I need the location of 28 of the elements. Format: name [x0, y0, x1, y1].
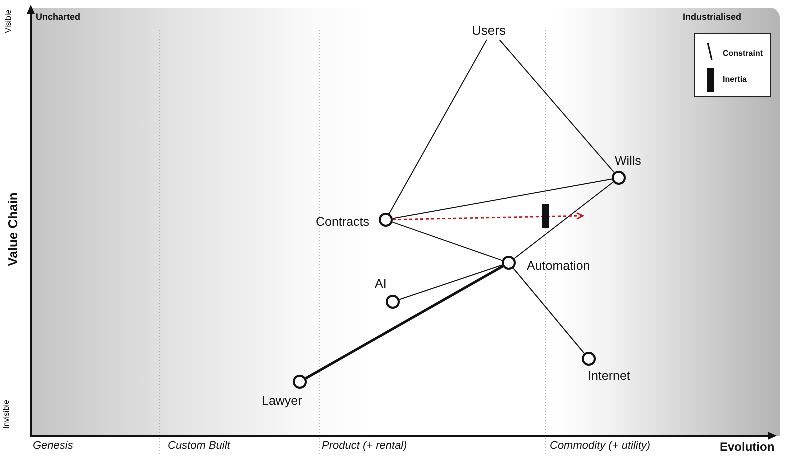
- dependency-line: [514, 182, 614, 260]
- dependency-line: [399, 264, 503, 300]
- component-label: Contracts: [316, 214, 370, 230]
- dependency-line: [512, 268, 586, 354]
- axis-end-label: Visible: [4, 10, 14, 34]
- stage-label: Commodity (+ utility): [550, 440, 651, 452]
- dependency-line: [388, 40, 488, 214]
- axis-title: Evolution: [720, 440, 775, 454]
- dependency-line: [499, 40, 615, 174]
- axis-title: Value Chain: [5, 192, 20, 266]
- stage-label: Genesis: [33, 440, 74, 452]
- component-label: AI: [375, 276, 387, 292]
- legend-label: Constraint: [723, 49, 763, 58]
- component-label: Automation: [527, 258, 590, 274]
- region-label: Industrialised: [683, 12, 742, 22]
- axis-end-label: Invisible: [2, 400, 11, 429]
- dependency-line: [392, 178, 613, 220]
- component-label: Internet: [588, 368, 630, 384]
- stage-label: Custom Built: [168, 440, 230, 452]
- movement-arrow: [392, 212, 584, 221]
- stage-label: Product (+ rental): [322, 440, 408, 452]
- legend-label: Inertia: [723, 75, 748, 84]
- dependency-line: [392, 222, 503, 262]
- region-label: Uncharted: [36, 12, 81, 22]
- component-label: Users: [472, 22, 506, 40]
- dependency-line: [305, 265, 504, 380]
- component-label: Lawyer: [262, 393, 302, 409]
- component-label: Wills: [615, 153, 642, 169]
